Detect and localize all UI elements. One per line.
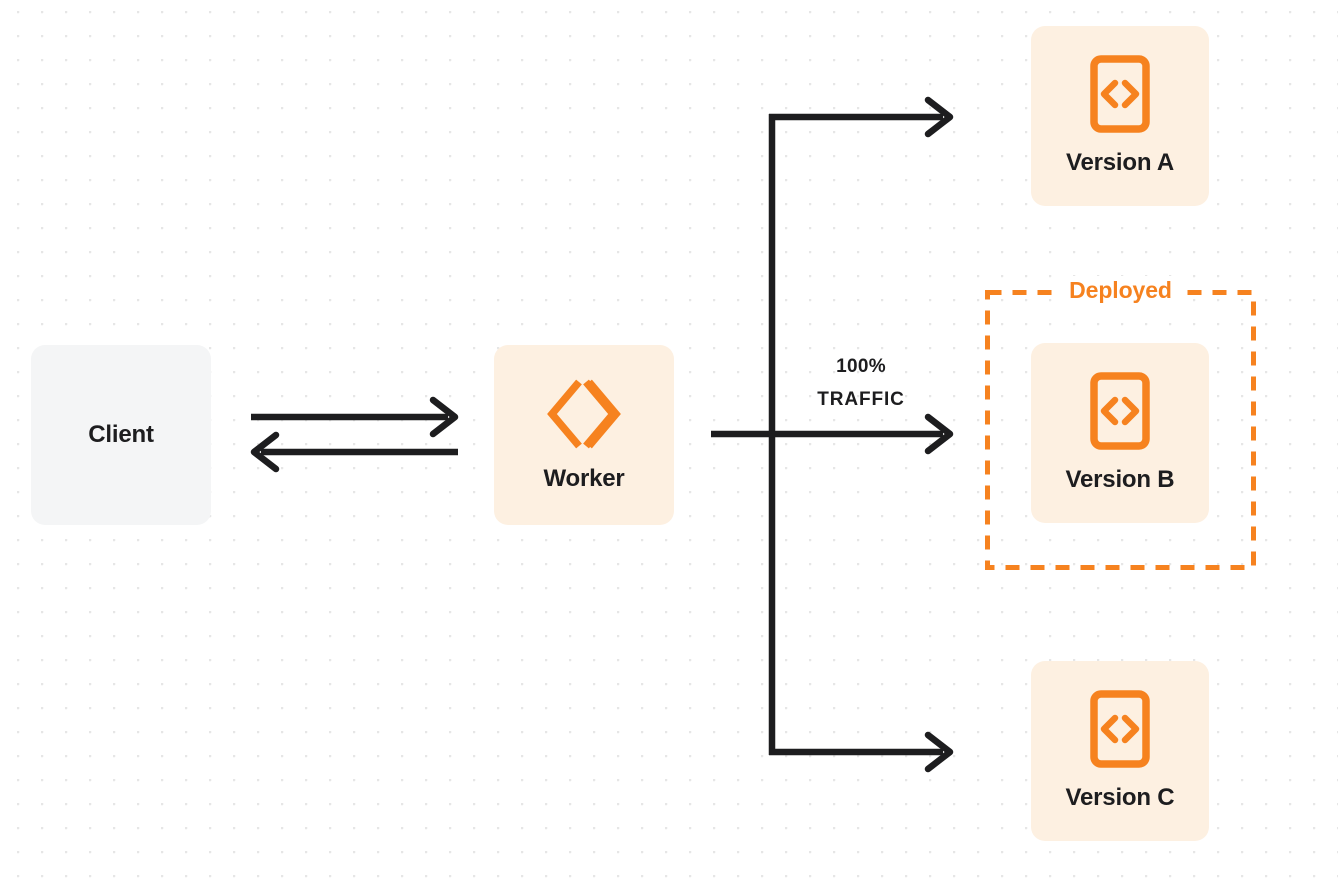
node-version-a[interactable]: Version A (1031, 26, 1209, 206)
node-version-c[interactable]: Version C (1031, 661, 1209, 841)
code-file-icon (1090, 372, 1150, 450)
code-file-icon (1090, 55, 1150, 133)
edge-worker-to-version-c (769, 731, 954, 773)
node-version-b[interactable]: Version B (1031, 343, 1209, 523)
worker-label: Worker (543, 465, 625, 492)
traffic-unit: TRAFFIC (817, 389, 905, 410)
deployed-label: Deployed (1059, 276, 1182, 304)
code-file-icon (1090, 690, 1150, 768)
traffic-label: 100% TRAFFIC (786, 350, 936, 416)
cloudflare-workers-icon (545, 377, 623, 451)
node-client[interactable]: Client (31, 345, 211, 525)
version-c-label: Version C (1065, 784, 1175, 811)
edge-client-to-worker (251, 396, 459, 438)
traffic-percent: 100% (836, 356, 886, 377)
client-label: Client (88, 421, 154, 448)
deployed-group: Deployed (985, 276, 1256, 570)
version-a-label: Version A (1065, 149, 1175, 176)
edge-worker-to-version-a (769, 96, 954, 138)
version-b-label: Version B (1065, 466, 1175, 493)
node-worker[interactable]: Worker (494, 345, 674, 525)
edge-worker-to-client (250, 431, 458, 473)
edge-worker-to-version-b (711, 413, 954, 455)
